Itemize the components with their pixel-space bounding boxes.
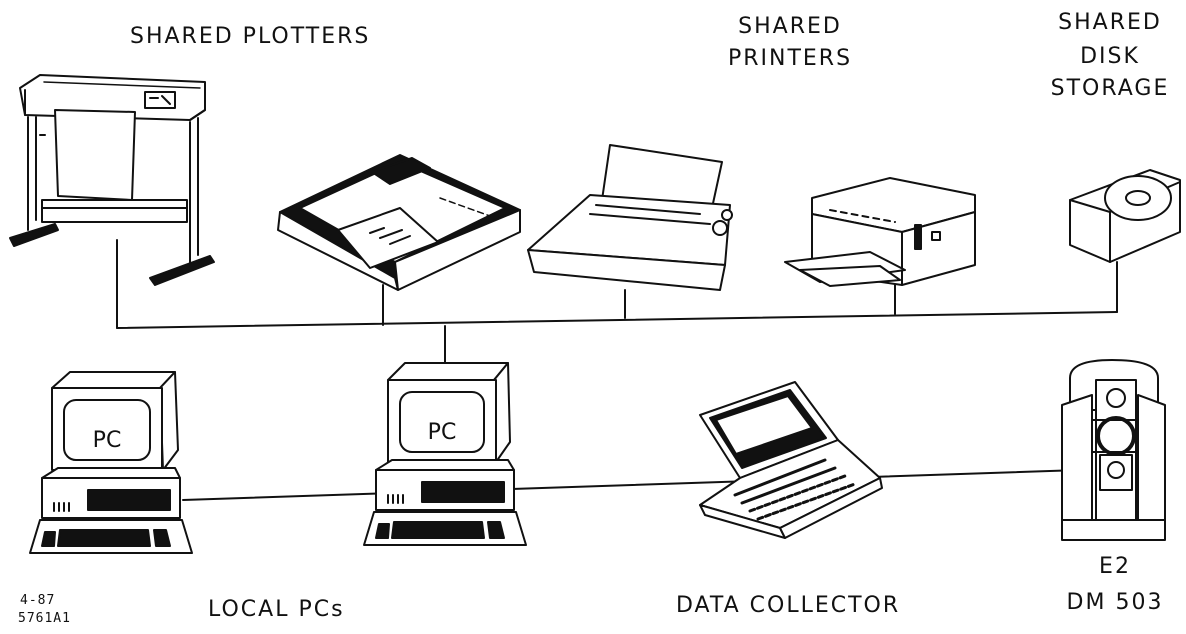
data-collector-icon [699,381,883,539]
plotter-flatbed-icon [277,154,521,291]
pc-1-screen-label: PC [93,428,122,453]
dm503-instrument-icon [1061,359,1166,541]
plotter-large-icon [9,74,215,286]
dm503-label: DM 503 [1066,590,1164,615]
printer-laser-icon [784,177,976,287]
figure-id-code: 5761A1 [18,611,71,626]
pc-2-icon [363,362,527,546]
shared-printers-label-line2: PRINTERS [727,46,853,71]
shared-disk-label-line2: DISK [1080,44,1140,69]
pc-1-icon [29,371,193,554]
pc-2-screen-label: PC [428,420,457,445]
shared-printers-label-line1: SHARED [738,14,842,39]
e2-label: E2 [1099,554,1131,579]
shared-plotters-label: SHARED PLOTTERS [130,24,371,49]
network-bus [116,239,1118,501]
local-pcs-label: LOCAL PCs [208,597,345,622]
disk-storage-icon [1069,169,1181,263]
printer-tractor-icon [527,144,733,291]
data-collector-label: DATA COLLECTOR [676,593,901,618]
shared-disk-label-line3: STORAGE [1050,76,1170,101]
shared-disk-label-line1: SHARED [1058,10,1162,35]
figure-date-code: 4-87 [20,593,56,608]
